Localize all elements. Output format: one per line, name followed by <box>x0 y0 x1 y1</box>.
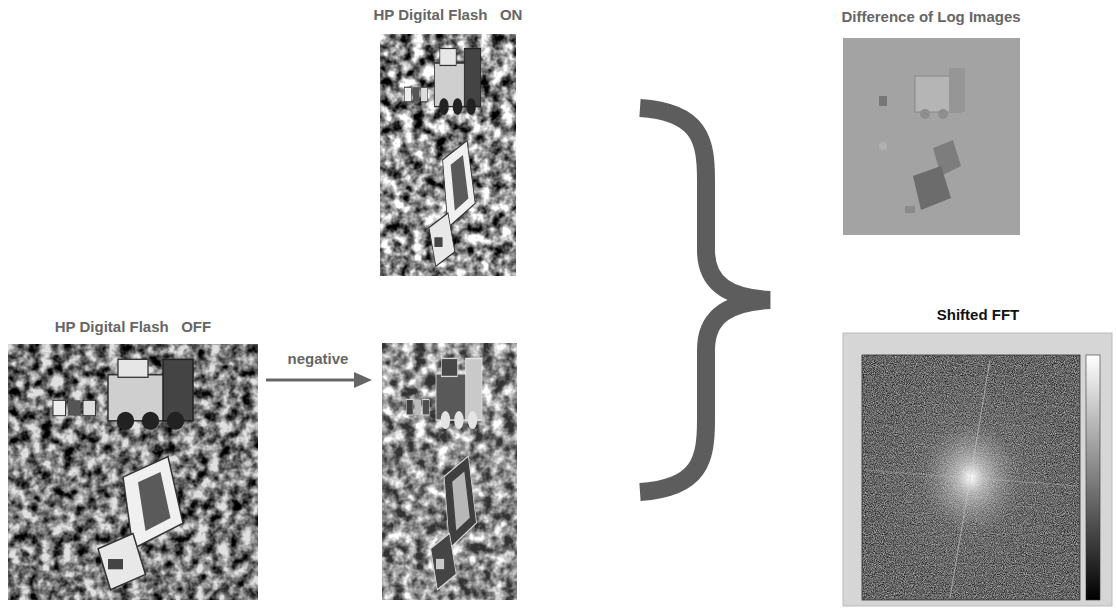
image-panel: HP Digital Flash ON <box>369 6 528 278</box>
arrow-head <box>354 372 372 388</box>
panel-heading: HP Digital Flash OFF <box>6 318 260 336</box>
fft-figure <box>843 333 1112 606</box>
photo-negative <box>382 343 517 600</box>
panel-heading: HP Digital Flash ON <box>369 6 528 24</box>
photo-flash-off <box>8 344 258 600</box>
panel-heading: Shifted FFT <box>908 306 1048 324</box>
arrow-label: negative <box>286 350 351 368</box>
image-panel: Shifted FFT <box>908 306 1048 606</box>
image-panel: Difference of Log Images <box>836 8 1026 238</box>
photo-flash-on <box>380 34 516 276</box>
arrow-line <box>266 379 356 382</box>
panel-heading: Difference of Log Images <box>836 8 1026 26</box>
photo-difference <box>843 38 1020 235</box>
image-panel: HP Digital Flash OFF <box>6 318 260 602</box>
curly-brace <box>640 108 770 492</box>
